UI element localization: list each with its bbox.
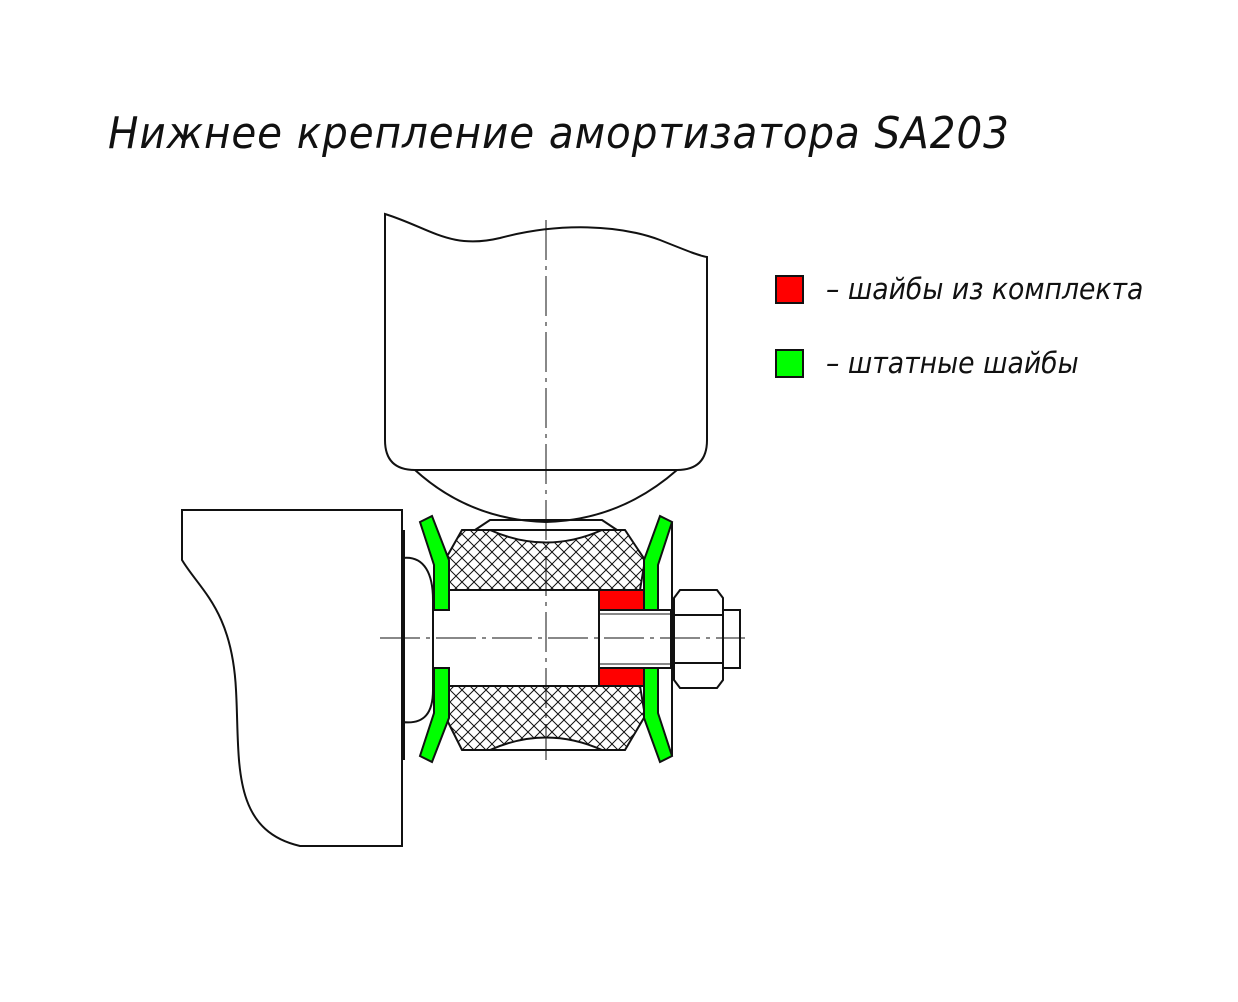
nut [673, 589, 741, 689]
legend-swatch-green [775, 348, 804, 378]
pin-threaded-end [598, 609, 672, 669]
pin-weld [401, 556, 434, 724]
kit-washer-upper [598, 589, 645, 611]
stock-washer-right-lower [643, 667, 674, 764]
kit-washer-lower [598, 667, 645, 687]
shock-absorber-body [384, 212, 708, 471]
stock-washer-left-upper [418, 514, 450, 611]
drawing-title: Нижнее крепление амортизатора SA203 [108, 108, 1010, 159]
legend-swatch-red [775, 274, 804, 304]
legend-label-kit-washers: – шайбы из комплекта [826, 272, 1144, 306]
suspension-lever [181, 509, 403, 847]
legend-item-kit-washers: – шайбы из комплекта [775, 272, 1171, 306]
legend-item-stock-washers: – штатные шайбы [775, 346, 1101, 380]
legend-label-stock-washers: – штатные шайбы [826, 346, 1079, 380]
stock-washer-left-lower [418, 667, 450, 764]
stock-washer-right-upper [643, 514, 674, 611]
